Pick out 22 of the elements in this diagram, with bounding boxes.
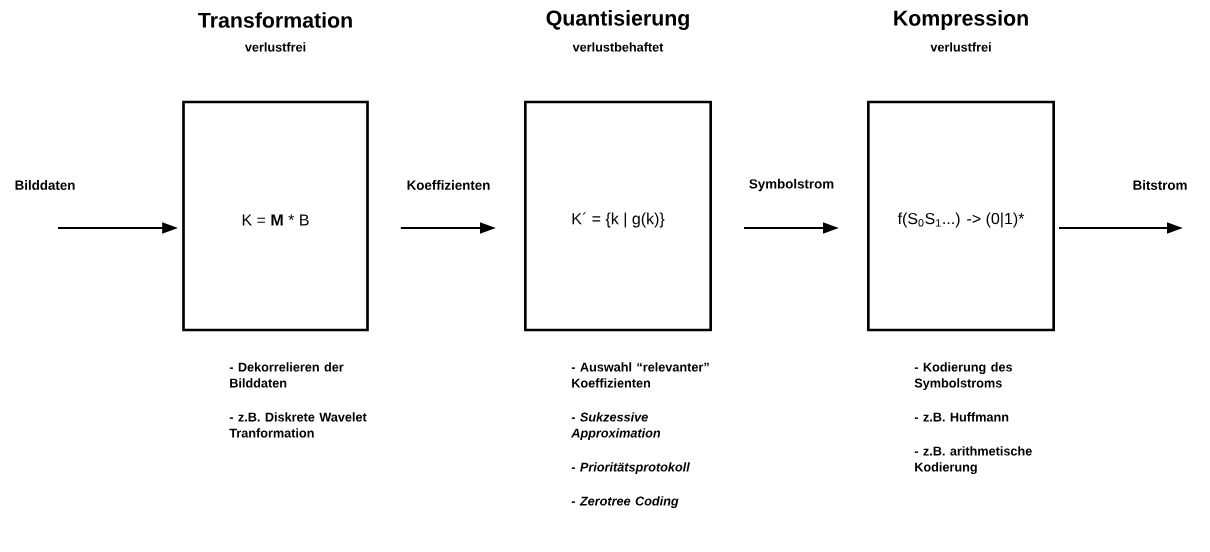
formula: K´ = {k | g(k)} xyxy=(572,212,665,228)
note: - z.B. Diskrete Wavelet Tranformation xyxy=(229,412,367,438)
edge-label: Symbolstrom xyxy=(747,177,836,193)
note: - z.B. arithmetische Kodierung xyxy=(914,446,1032,475)
formula: K = M* B xyxy=(242,214,309,226)
edge-label: Koeffizienten xyxy=(405,178,492,192)
note: - Auswahl “relevanter” Koeffizienten xyxy=(571,362,709,388)
formula: f(S$_{0}$S$_{1}$...) -> (0|1)* xyxy=(897,212,1025,228)
note: - z.B. Huffmann xyxy=(914,412,1009,422)
subheading: verlustbehaftet xyxy=(572,42,664,52)
subheading: verlustfrei xyxy=(244,42,306,52)
note: - Kodierung des Symbolstroms xyxy=(914,362,1012,391)
edge-label: Bilddaten xyxy=(13,178,77,192)
note: - Zerotree Coding xyxy=(571,496,679,509)
heading: Quantisierung xyxy=(546,10,689,30)
note: - Prioritätsprotokoll xyxy=(571,462,690,475)
edge-label: Bitstrom xyxy=(1131,178,1189,192)
heading: Transformation xyxy=(198,12,352,28)
note: - Sukzessive Approximation xyxy=(571,412,661,441)
subheading: verlustfrei xyxy=(930,42,991,52)
note: - Dekorrelieren der Bilddaten xyxy=(229,362,344,388)
heading: Kompression xyxy=(894,10,1028,30)
